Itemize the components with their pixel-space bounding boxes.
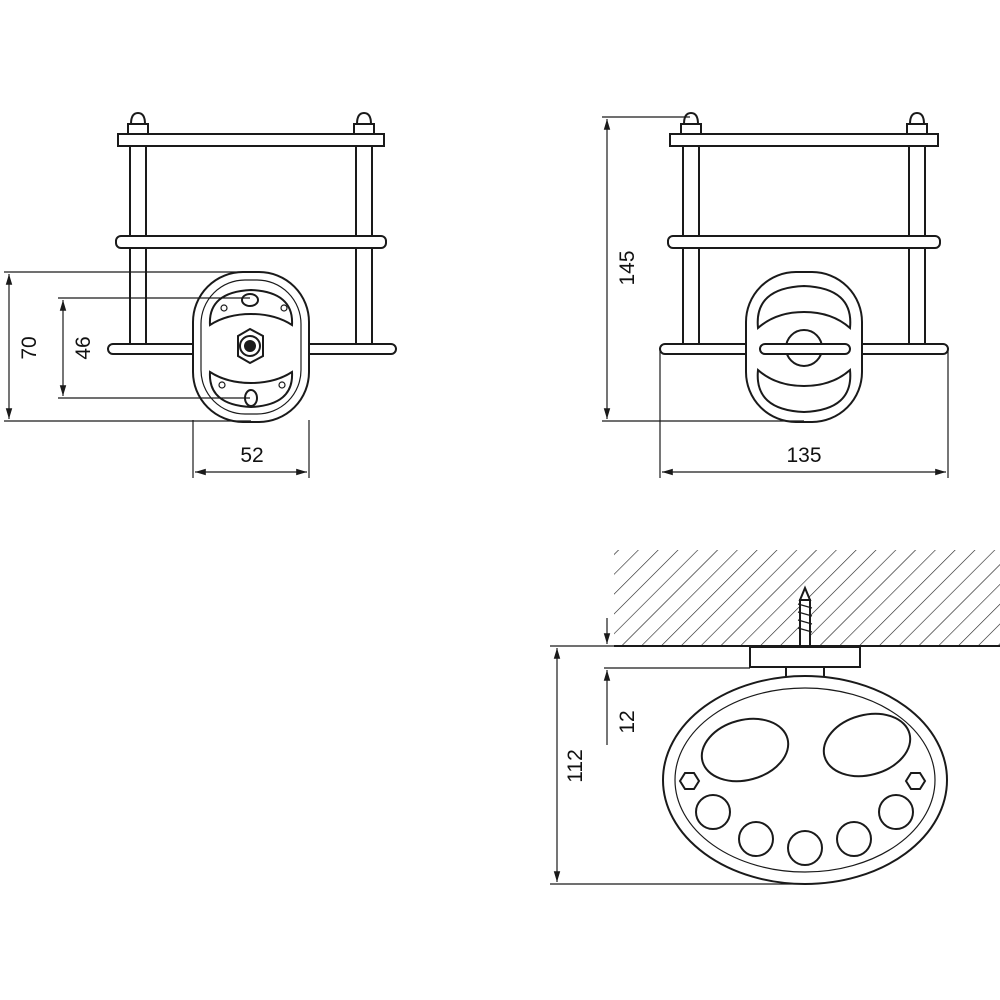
brush-hole-5 bbox=[878, 794, 914, 830]
hex-nut-left bbox=[678, 772, 701, 790]
back-height-label: 145 bbox=[616, 250, 639, 285]
front-left-finial bbox=[127, 111, 149, 135]
hex-nut-right bbox=[904, 772, 927, 790]
front-top-rail bbox=[117, 133, 385, 147]
brush-hole-3 bbox=[787, 830, 823, 866]
top-view: 112 12 bbox=[550, 550, 1000, 885]
tumbler-hole-right bbox=[822, 712, 912, 778]
top-mounting-plate bbox=[749, 646, 861, 668]
front-height-label: 70 bbox=[18, 336, 41, 359]
top-plate-label: 12 bbox=[616, 710, 639, 733]
front-right-finial bbox=[353, 111, 375, 135]
back-upper-slot bbox=[756, 284, 852, 331]
brush-hole-2 bbox=[738, 821, 774, 857]
brush-hole-1 bbox=[695, 794, 731, 830]
back-middle-rail bbox=[667, 235, 941, 249]
front-middle-rail bbox=[115, 235, 387, 249]
front-width-label: 52 bbox=[240, 444, 263, 467]
top-projection-label: 112 bbox=[564, 749, 587, 782]
back-lower-slot bbox=[756, 367, 852, 414]
back-width-label: 135 bbox=[786, 444, 821, 467]
tumbler-hole-left bbox=[700, 717, 790, 783]
front-view: 70 46 52 bbox=[4, 111, 397, 478]
front-hole-spacing-label: 46 bbox=[72, 336, 95, 359]
back-right-finial bbox=[906, 111, 928, 135]
back-view: 145 135 bbox=[602, 111, 949, 478]
brush-hole-4 bbox=[836, 821, 872, 857]
front-upper-slot bbox=[208, 288, 294, 327]
back-top-rail bbox=[669, 133, 939, 147]
back-left-finial bbox=[680, 111, 702, 135]
